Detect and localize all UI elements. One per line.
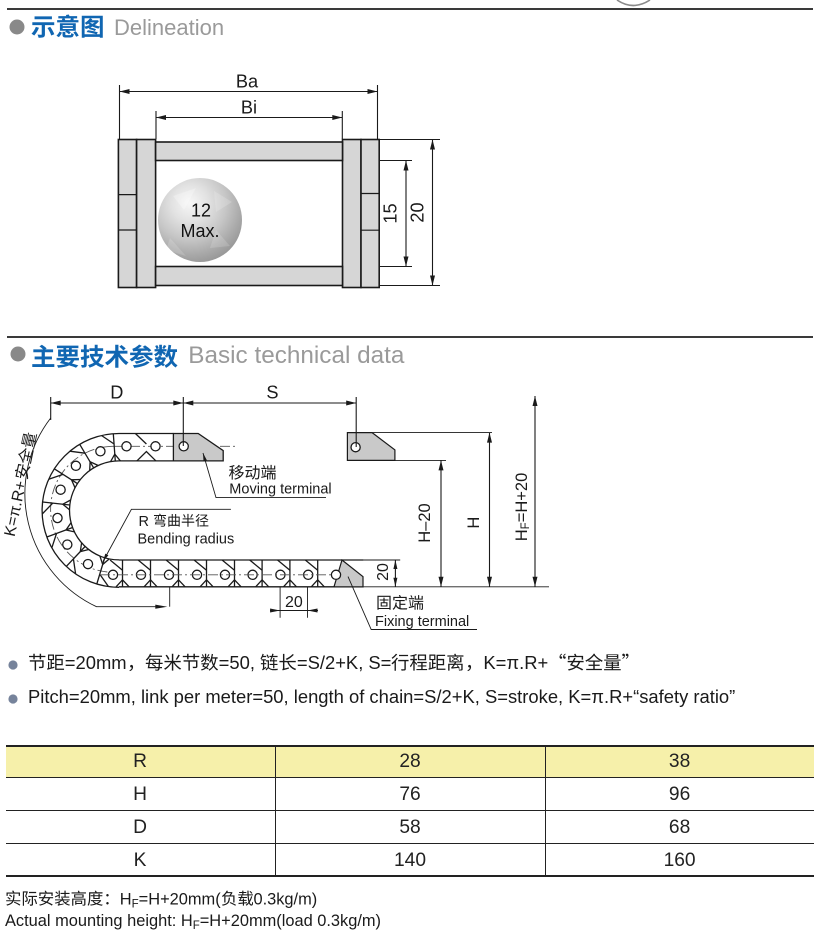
svg-text:20: 20 bbox=[408, 202, 428, 222]
svg-text:Max.: Max. bbox=[180, 221, 219, 241]
svg-text:HF=H+20: HF=H+20 bbox=[513, 473, 532, 542]
svg-text:H–20: H–20 bbox=[416, 503, 434, 542]
svg-text:S: S bbox=[266, 383, 278, 403]
svg-text:H: H bbox=[465, 517, 483, 529]
svg-text:D: D bbox=[110, 383, 123, 403]
svg-text:Bending radius: Bending radius bbox=[138, 532, 235, 548]
svg-text:Ba: Ba bbox=[236, 71, 259, 91]
svg-text:12: 12 bbox=[191, 201, 211, 221]
svg-text:Fixing terminal: Fixing terminal bbox=[375, 614, 469, 630]
svg-text:Moving terminal: Moving terminal bbox=[229, 482, 331, 498]
svg-text:15: 15 bbox=[381, 203, 401, 223]
svg-text:Bi: Bi bbox=[241, 98, 257, 118]
svg-text:20: 20 bbox=[285, 594, 303, 611]
svg-text:R: R bbox=[139, 514, 149, 530]
svg-text:20: 20 bbox=[375, 563, 392, 581]
